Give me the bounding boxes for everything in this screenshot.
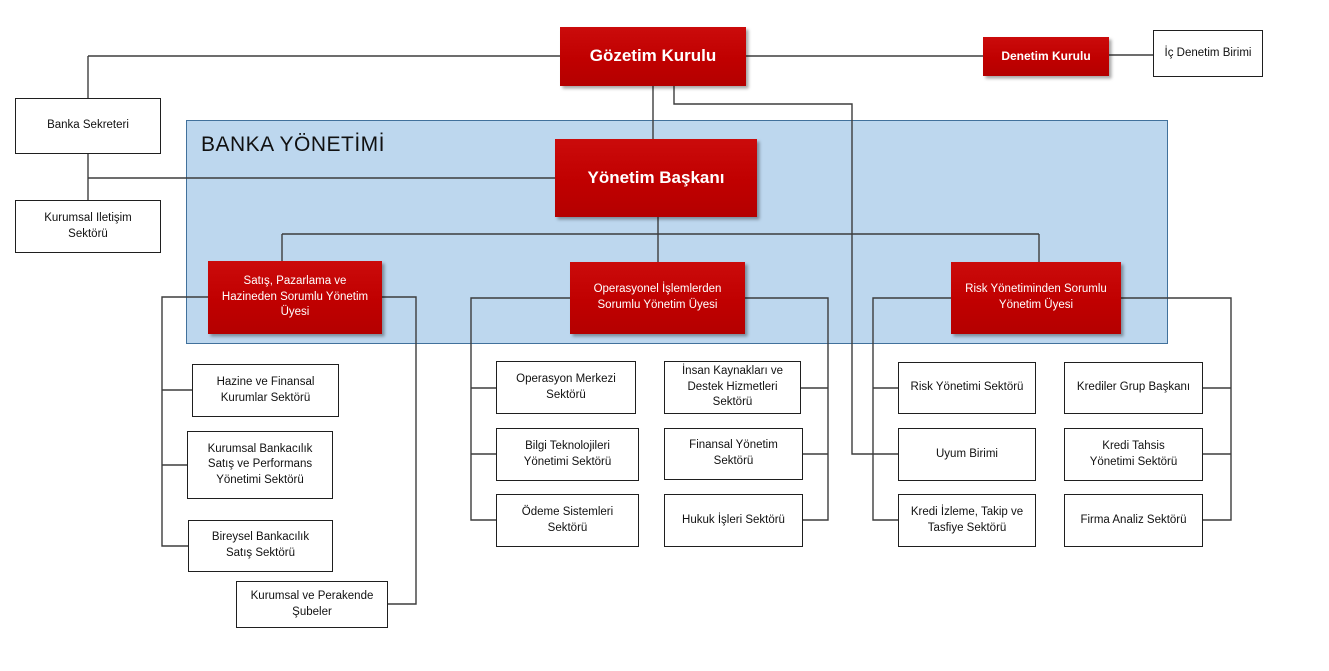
node-operasyonel: Operasyonel İşlemlerden Sorumlu Yönetim … xyxy=(570,262,745,334)
node-yonetim-baskani: Yönetim Başkanı xyxy=(555,139,757,217)
node-hukuk-isleri: Hukuk İşleri Sektörü xyxy=(664,494,803,547)
node-kurumsal-perakende: Kurumsal ve Perakende Şubeler xyxy=(236,581,388,628)
node-ic-denetim-birimi: İç Denetim Birimi xyxy=(1153,30,1263,77)
node-kurumsal-iletisim: Kurumsal Iletişim Sektörü xyxy=(15,200,161,253)
node-banka-sekreteri: Banka Sekreteri xyxy=(15,98,161,154)
node-operasyon-merkezi: Operasyon Merkezi Sektörü xyxy=(496,361,636,414)
node-finansal-yonetim: Finansal Yönetim Sektörü xyxy=(664,428,803,480)
node-bireysel-bankacilik: Bireysel Bankacılık Satış Sektörü xyxy=(188,520,333,572)
node-hazine-finansal: Hazine ve Finansal Kurumlar Sektörü xyxy=(192,364,339,417)
panel-title: BANKA YÖNETİMİ xyxy=(201,133,385,156)
node-insan-kaynaklari: İnsan Kaynakları ve Destek Hizmetleri Se… xyxy=(664,361,801,414)
node-gozetim-kurulu: Gözetim Kurulu xyxy=(560,27,746,86)
node-denetim-kurulu: Denetim Kurulu xyxy=(983,37,1109,76)
node-bilgi-teknolojileri: Bilgi Teknolojileri Yönetimi Sektörü xyxy=(496,428,639,481)
node-krediler-grup: Krediler Grup Başkanı xyxy=(1064,362,1203,414)
node-kurumsal-bankacilik: Kurumsal Bankacılık Satış ve Performans … xyxy=(187,431,333,499)
node-kredi-izleme: Kredi İzleme, Takip ve Tasfiye Sektörü xyxy=(898,494,1036,547)
node-kredi-tahsis: Kredi Tahsis Yönetimi Sektörü xyxy=(1064,428,1203,481)
node-risk-yonetiminden: Risk Yönetiminden Sorumlu Yönetim Üyesi xyxy=(951,262,1121,334)
node-uyum-birimi: Uyum Birimi xyxy=(898,428,1036,481)
node-risk-yonetimi-sektoru: Risk Yönetimi Sektörü xyxy=(898,362,1036,414)
node-firma-analiz: Firma Analiz Sektörü xyxy=(1064,494,1203,547)
node-odeme-sistemleri: Ödeme Sistemleri Sektörü xyxy=(496,494,639,547)
node-satis-pazarlama: Satış, Pazarlama ve Hazineden Sorumlu Yö… xyxy=(208,261,382,334)
